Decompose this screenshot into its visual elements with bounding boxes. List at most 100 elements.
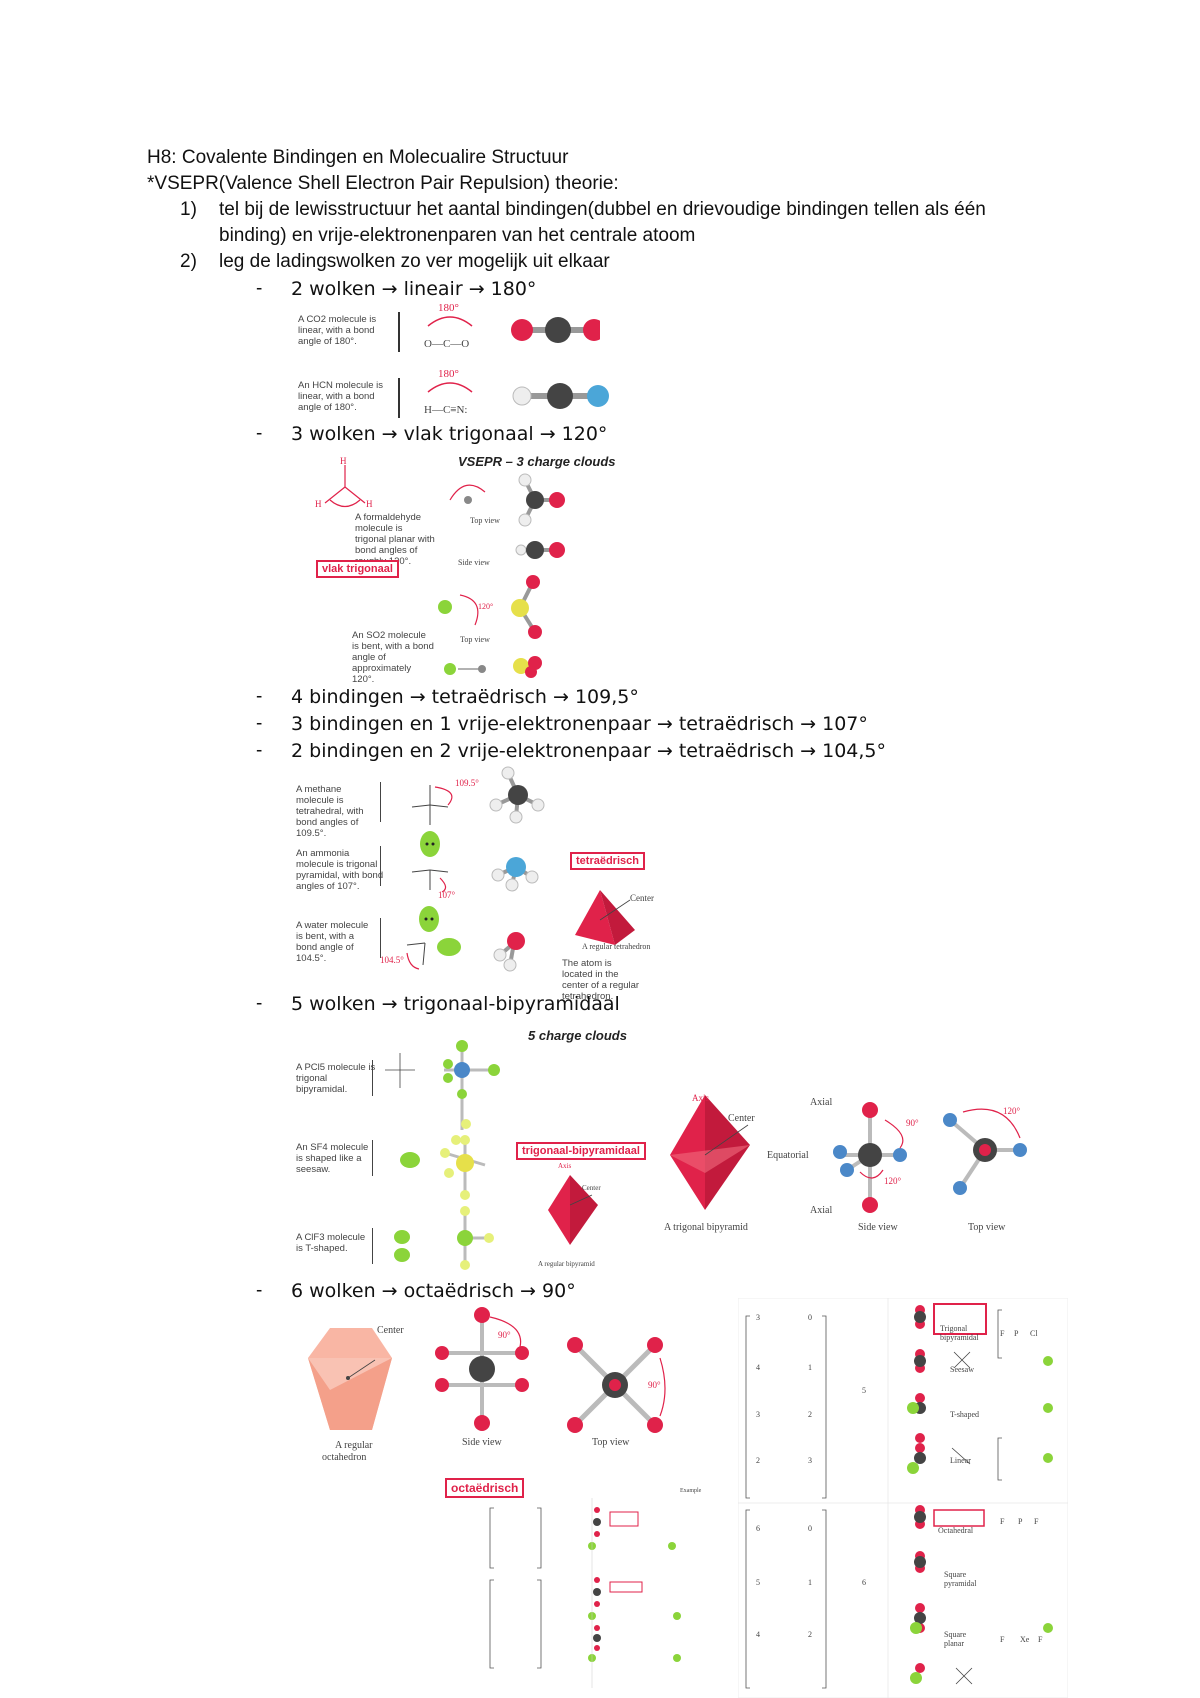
trigonal-bipyramid-figure	[670, 1095, 750, 1210]
methane-sketch	[411, 785, 453, 825]
t-row1-b: 0	[808, 1313, 812, 1322]
pcl5-model	[443, 1040, 500, 1145]
bullet-pyramidal: 3 bindingen en 1 vrije-elektronenpaar → …	[291, 713, 868, 735]
clf3-caption: A ClF3 molecule is T-shaped.	[296, 1232, 366, 1254]
geometry-table-small	[482, 1498, 708, 1698]
center-label: Center	[728, 1113, 755, 1124]
clf3-sketch	[394, 1230, 410, 1262]
sf4-caption: An SF4 molecule is shaped like a seesaw.	[296, 1142, 369, 1175]
svg-text:F: F	[1000, 1517, 1005, 1526]
so2-sideview	[444, 663, 486, 675]
sf6-top-view-label: Top view	[592, 1437, 630, 1448]
t-row1-a: 3	[756, 1313, 760, 1322]
small-center-label: Center	[582, 1184, 601, 1192]
t2-label-sqpyr: Square pyramidal	[944, 1570, 977, 1588]
t-label-tbp: Trigonal bipyramidal	[940, 1324, 979, 1342]
t2-row3-a: 4	[756, 1630, 760, 1639]
top-view-label: Top view	[968, 1222, 1006, 1233]
methane-angle: 109.5°	[455, 778, 479, 788]
vsepr-intro: *VSEPR(Valence Shell Electron Pair Repul…	[147, 173, 619, 194]
divider	[380, 918, 381, 958]
bullet-bent: 2 bindingen en 2 vrije-elektronenpaar → …	[291, 740, 887, 762]
svg-text:Xe: Xe	[1020, 1635, 1030, 1644]
divider	[380, 782, 381, 822]
bullet-dash: -	[256, 740, 263, 761]
angle-90: 90°	[906, 1118, 919, 1128]
svg-text:P: P	[1014, 1329, 1019, 1338]
divider	[380, 846, 381, 886]
step-1-line2: binding) en vrije-elektronenparen van he…	[219, 225, 696, 246]
co2-model	[427, 316, 600, 343]
tetra-caption: A regular tetrahedron	[582, 942, 651, 951]
t2-row2-a: 5	[756, 1578, 760, 1587]
bullet-bipyramidal: 5 wolken → trigonaal-bipyramidaal	[291, 993, 620, 1015]
ammonia-caption: An ammonia molecule is trigonal pyramida…	[296, 848, 384, 892]
octahedron-figure	[308, 1328, 392, 1430]
divider	[372, 1140, 373, 1176]
trigonal-caption-2: An SO2 molecule is bent, with a bond ang…	[352, 630, 434, 685]
bipyramid-caption: A trigonal bipyramid	[664, 1222, 748, 1233]
small-bipyramid	[548, 1175, 598, 1245]
svg-text:120°: 120°	[478, 602, 493, 611]
sf6-top-view	[567, 1337, 666, 1433]
formaldehyde-model	[515, 473, 565, 559]
co2-angle: 180°	[438, 302, 459, 314]
t-row4-b: 3	[808, 1456, 812, 1465]
top-angle-120: 120°	[1003, 1106, 1021, 1116]
octahedron-caption-2: octahedron	[322, 1452, 367, 1463]
axial-top-label: Axial	[810, 1097, 833, 1108]
step-1-number: 1)	[180, 199, 197, 220]
step-2-line1: leg de ladingswolken zo ver mogelijk uit…	[219, 251, 610, 272]
label-tetraedrisch: tetraëdrisch	[570, 852, 645, 870]
trigonal-heading: VSEPR – 3 charge clouds	[458, 454, 616, 469]
svg-text:F: F	[1000, 1635, 1005, 1644]
t-row3-a: 3	[756, 1410, 760, 1419]
co2-caption: A CO2 molecule is linear, with a bond an…	[298, 314, 377, 347]
co2-formula: O—C—O	[424, 338, 470, 350]
svg-text:P: P	[1018, 1517, 1023, 1526]
hcn-model	[427, 382, 609, 409]
hcn-formula: H—C≡N:	[424, 404, 468, 416]
bullet-trigonal: 3 wolken → vlak trigonaal → 120°	[291, 423, 608, 445]
ammonia-sketch	[411, 831, 449, 893]
five-clouds-heading: 5 charge clouds	[528, 1028, 627, 1043]
svg-text:H: H	[315, 499, 322, 509]
svg-text:F: F	[1034, 1517, 1039, 1526]
document-title: H8: Covalente Bindingen en Molecualire S…	[147, 147, 569, 168]
pcl5-caption: A PCl5 molecule is trigonal bipyramidal.	[296, 1062, 376, 1095]
t-label-tshaped: T-shaped	[950, 1410, 980, 1419]
bullet-dash: -	[256, 686, 263, 707]
pcl5-top-view	[943, 1108, 1027, 1195]
methane-model	[489, 766, 545, 824]
so2-model	[511, 575, 542, 678]
t-row4-a: 2	[756, 1456, 760, 1465]
example-label: Example	[680, 1488, 702, 1494]
t-row2-b: 1	[808, 1363, 812, 1372]
t-label-linear: Linear	[950, 1456, 971, 1465]
axis-label: Axis	[692, 1093, 710, 1103]
octahedron-caption-1: A regular	[335, 1440, 373, 1451]
label-octaedrisch: octaëdrisch	[445, 1478, 525, 1498]
water-caption: A water molecule is bent, with a bond an…	[296, 920, 369, 964]
methane-caption: A methane molecule is tetrahedral, with …	[296, 784, 364, 839]
formaldehyde-topview	[449, 484, 486, 504]
step-1-line1: tel bij de lewisstructuur het aantal bin…	[219, 199, 986, 220]
tetrahedron-figure	[575, 890, 635, 945]
sf6-side-view-label: Side view	[462, 1437, 502, 1448]
sf6-side-view	[435, 1307, 529, 1431]
bullet-dash: -	[256, 993, 263, 1014]
octahedron-center-label: Center	[377, 1325, 404, 1336]
hcn-caption: An HCN molecule is linear, with a bond a…	[298, 380, 383, 413]
bullet-dash: -	[256, 713, 263, 734]
hcn-angle: 180°	[438, 368, 459, 380]
angle-120: 120°	[884, 1176, 902, 1186]
side-view-label: Side view	[858, 1222, 898, 1233]
t2-row1-a: 6	[756, 1524, 760, 1533]
trigonal-caption-1: A formaldehyde molecule is trigonal plan…	[355, 512, 435, 567]
side-angle-90: 90°	[498, 1330, 511, 1340]
formaldehyde-sketch: H H H	[315, 456, 373, 509]
divider	[398, 378, 400, 418]
so2-topview: 120°	[438, 594, 493, 626]
equatorial-label: Equatorial	[767, 1150, 809, 1161]
bullet-dash: -	[256, 1280, 263, 1301]
